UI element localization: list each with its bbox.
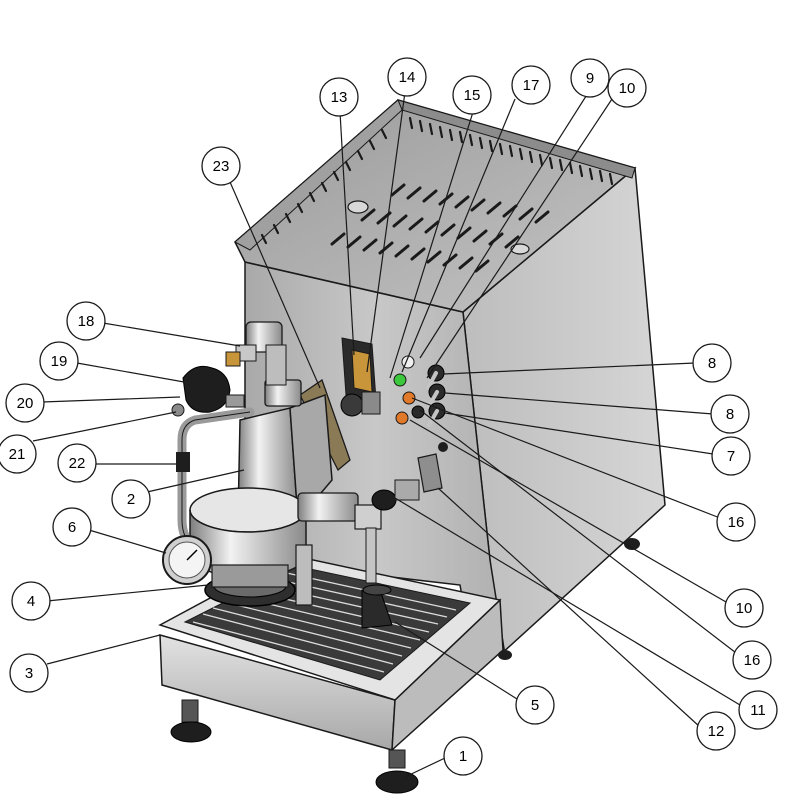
group-neck-side [289, 393, 333, 522]
callout-5: 5 [515, 685, 555, 725]
wand-pipe [365, 527, 377, 584]
steam-knob [371, 489, 397, 511]
callout-16b: 16 [732, 640, 772, 680]
indicator-light-green [393, 373, 407, 387]
pipe-sleeve [176, 452, 190, 472]
callout-13: 13 [319, 77, 359, 117]
group-leg [295, 544, 313, 606]
wand-fitting [354, 504, 382, 530]
svg-text:3: 3 [25, 665, 33, 682]
top-hole-right [510, 243, 530, 255]
callout-9: 9 [570, 58, 610, 98]
callout-11: 11 [738, 690, 778, 730]
brass-nipple [225, 351, 241, 367]
callout-8b: 8 [710, 394, 750, 434]
callout-22: 22 [57, 443, 97, 483]
indicator-light-orange-2 [395, 411, 409, 425]
svg-text:19: 19 [51, 353, 68, 370]
steam-wand [297, 442, 448, 629]
callout-23: 23 [201, 146, 241, 186]
indicator-light-orange-1 [402, 391, 416, 405]
svg-text:2: 2 [127, 491, 135, 508]
svg-text:10: 10 [736, 600, 753, 617]
svg-text:23: 23 [213, 158, 230, 175]
svg-text:12: 12 [708, 723, 725, 740]
callout-8a: 8 [692, 343, 732, 383]
valve-knob [182, 365, 231, 413]
svg-text:10: 10 [619, 80, 636, 97]
callout-6: 6 [52, 507, 92, 547]
toggle-switches [411, 364, 446, 427]
pipe-assembly [162, 321, 287, 585]
callout-7: 7 [711, 436, 751, 476]
steam-valve-block [417, 453, 443, 493]
svg-text:20: 20 [17, 395, 34, 412]
valve-stem [225, 394, 245, 408]
callout-10a: 10 [607, 68, 647, 108]
callout-15: 15 [452, 75, 492, 115]
svg-text:16: 16 [744, 652, 761, 669]
svg-text:1: 1 [459, 748, 467, 765]
callout-1: 1 [443, 736, 483, 776]
svg-text:13: 13 [331, 89, 348, 106]
switch-ring [340, 393, 364, 417]
wand-elbow [297, 492, 359, 522]
top-hole-left [347, 200, 369, 214]
fitting-elbow [265, 344, 287, 386]
rim-vents [260, 116, 614, 245]
svg-text:15: 15 [464, 87, 481, 104]
feet [170, 538, 640, 794]
steam-valve-body [394, 479, 420, 501]
valve-washer [171, 403, 185, 417]
svg-text:8: 8 [708, 355, 716, 372]
svg-text:16: 16 [728, 514, 745, 531]
svg-text:9: 9 [586, 70, 594, 87]
brew-unit [189, 378, 351, 607]
svg-text:4: 4 [27, 593, 35, 610]
svg-text:17: 17 [523, 77, 540, 94]
callout-10b: 10 [724, 588, 764, 628]
callout-12: 12 [696, 711, 736, 751]
svg-text:14: 14 [399, 69, 416, 86]
svg-text:8: 8 [726, 406, 734, 423]
callout-14: 14 [387, 57, 427, 97]
svg-text:22: 22 [69, 455, 86, 472]
callouts: 1 2 3 4 5 6 7 8 8 9 10 10 11 12 13 14 15… [0, 57, 778, 776]
front-hole [438, 442, 448, 452]
svg-text:21: 21 [9, 446, 26, 463]
svg-text:11: 11 [750, 702, 766, 719]
portafilter-body [211, 564, 289, 588]
callout-17: 17 [511, 65, 551, 105]
callout-21: 21 [0, 434, 37, 474]
callout-2: 2 [111, 479, 151, 519]
callout-16a: 16 [716, 502, 756, 542]
svg-text:5: 5 [531, 697, 539, 714]
leader-lines [32, 91, 741, 778]
callout-3: 3 [9, 653, 49, 693]
svg-text:7: 7 [727, 448, 735, 465]
control-panel [340, 355, 446, 427]
svg-text:6: 6 [68, 519, 76, 536]
callout-19: 19 [39, 341, 79, 381]
callout-20: 20 [5, 383, 45, 423]
callout-18: 18 [66, 301, 106, 341]
callout-4: 4 [11, 581, 51, 621]
svg-text:18: 18 [78, 313, 95, 330]
